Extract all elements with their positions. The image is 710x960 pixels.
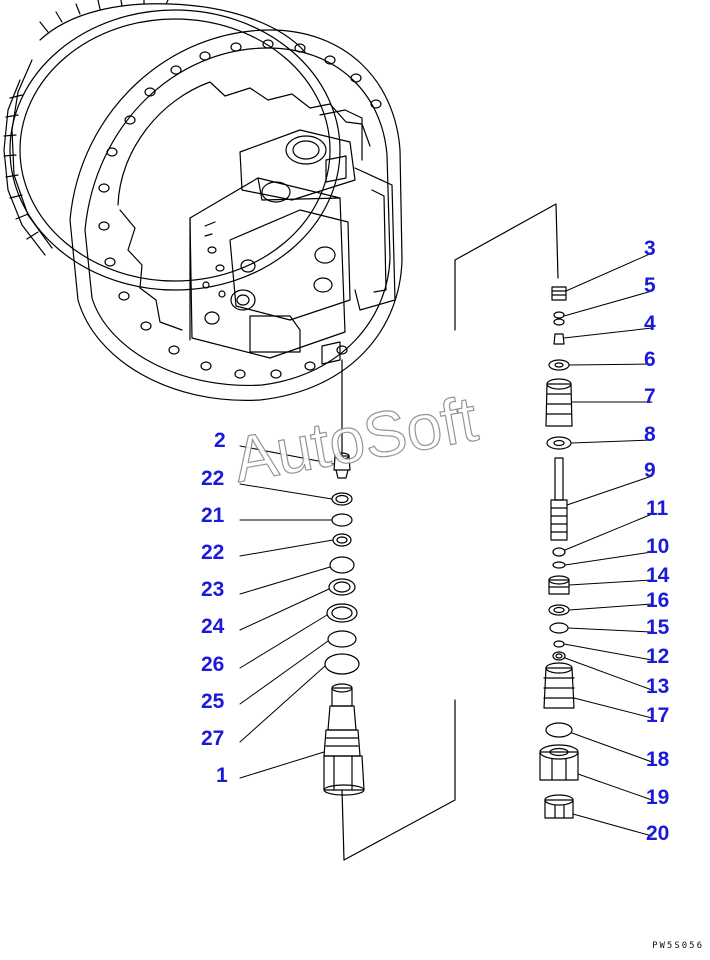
callout-part-16: 16 <box>646 589 670 612</box>
callout-part-14: 14 <box>646 564 670 587</box>
callout-part-2: 2 <box>214 429 226 452</box>
left-parts-stack <box>323 452 365 796</box>
callout-part-19: 19 <box>646 786 670 809</box>
right-centerline <box>454 203 559 331</box>
callout-part-23: 23 <box>201 578 225 601</box>
callout-part-7: 7 <box>644 385 656 408</box>
right-leader-lines <box>563 252 653 837</box>
left-centerline <box>341 359 456 861</box>
drawing-code: PW5S056 <box>652 941 704 951</box>
callout-part-10: 10 <box>646 535 670 558</box>
callout-part-25: 25 <box>201 690 225 713</box>
callout-part-18: 18 <box>646 748 670 771</box>
travel-motor-housing <box>3 0 403 401</box>
valve-block <box>189 109 396 365</box>
left-leader-lines <box>239 445 335 779</box>
callout-part-9: 9 <box>644 459 656 482</box>
callout-part-8: 8 <box>644 423 656 446</box>
callout-part-1: 1 <box>216 764 228 787</box>
callout-part-11: 11 <box>646 497 669 520</box>
callout-part-3: 3 <box>644 237 656 260</box>
callout-part-13: 13 <box>646 675 670 698</box>
callout-part-6: 6 <box>644 348 656 371</box>
callout-part-27: 27 <box>201 727 225 750</box>
callout-part-5: 5 <box>644 274 656 297</box>
callout-part-20: 20 <box>646 822 670 845</box>
right-parts-stack <box>539 286 579 819</box>
callout-part-15: 15 <box>646 616 670 639</box>
callout-part-22b: 22 <box>201 541 225 564</box>
callout-part-4: 4 <box>644 312 656 335</box>
flange-bolts <box>98 39 382 379</box>
callout-part-12: 12 <box>646 645 670 668</box>
callout-part-22a: 22 <box>201 467 225 490</box>
callout-part-21: 21 <box>201 504 225 527</box>
callout-part-24: 24 <box>201 615 225 638</box>
callout-part-17: 17 <box>646 704 670 727</box>
callout-part-26: 26 <box>201 653 225 676</box>
rim-teeth <box>3 0 169 240</box>
